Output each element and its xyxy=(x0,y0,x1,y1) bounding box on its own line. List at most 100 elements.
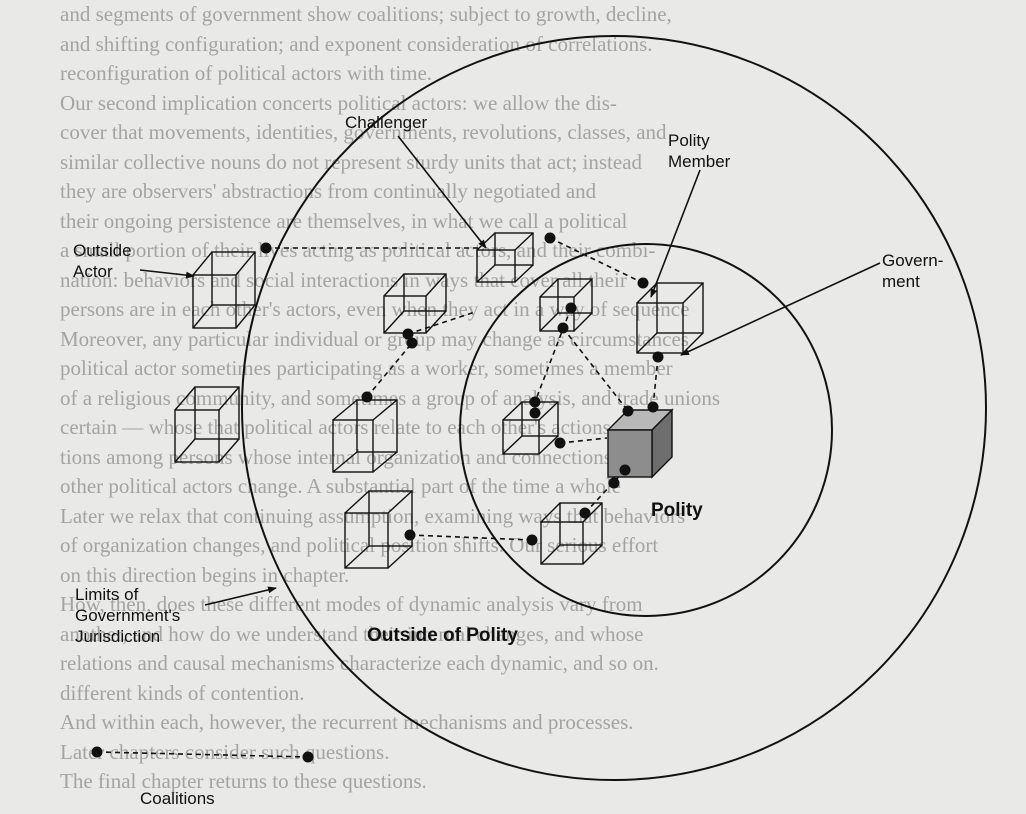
cube-front-face xyxy=(502,419,540,455)
dot xyxy=(554,437,566,449)
challenger-cube xyxy=(476,232,534,283)
cube-edge xyxy=(539,278,559,298)
cube-back-face xyxy=(194,386,240,440)
cube-edge xyxy=(425,273,447,297)
cube-back-face xyxy=(368,490,413,547)
outside-of-polity-label: Outside of Polity xyxy=(367,625,518,646)
polity-member-cube-2 xyxy=(636,282,704,354)
cube-a-link xyxy=(407,311,476,335)
outside-actor-arrow xyxy=(139,269,195,279)
cube-edge xyxy=(582,544,603,565)
cube-front-face xyxy=(540,521,584,565)
dot xyxy=(608,477,620,489)
cube-edge xyxy=(383,273,405,297)
polity-member-cube-1 xyxy=(539,278,593,332)
cube-edge xyxy=(387,490,413,514)
dot xyxy=(544,232,556,244)
cube-edge xyxy=(540,502,561,523)
member3-government-link xyxy=(559,437,608,444)
polity-member-cube-4 xyxy=(540,502,603,565)
cube-edge xyxy=(538,401,559,421)
dot xyxy=(647,401,659,413)
cube-edge xyxy=(502,435,523,455)
cube-edge xyxy=(218,438,240,463)
cube-edge xyxy=(636,282,658,304)
cube-edge xyxy=(372,451,398,473)
cube-back-face xyxy=(559,502,603,546)
cube-edge xyxy=(514,232,534,251)
challenger-label: Challenger xyxy=(345,113,428,132)
cube-b xyxy=(332,399,398,473)
cube-edge xyxy=(476,264,496,283)
cube-edge xyxy=(582,502,603,523)
polity-member-label-line2: Member xyxy=(668,152,731,171)
member1-government-link xyxy=(562,327,629,412)
cube-front-face xyxy=(192,274,237,329)
outside-actor-label: Outside Actor xyxy=(73,240,132,282)
cube-c-link xyxy=(409,534,533,541)
cube-front-face xyxy=(344,512,389,569)
cube-edge xyxy=(538,435,559,455)
dot xyxy=(622,405,634,417)
dot xyxy=(619,464,631,476)
cube-edge xyxy=(514,264,534,283)
cube-edge xyxy=(502,401,523,421)
cube-edge xyxy=(235,251,256,276)
outside-actor-cube-2 xyxy=(174,386,240,463)
dot xyxy=(529,407,541,419)
cube-edge xyxy=(344,490,370,514)
polity-member-label-line1: Polity xyxy=(668,131,710,150)
cube-edge xyxy=(539,312,559,332)
cube-front-face xyxy=(332,419,374,473)
cube-edge xyxy=(332,451,358,473)
limits-of-jurisdiction-circle xyxy=(241,35,987,781)
cube-edge xyxy=(387,545,413,569)
dot xyxy=(557,322,569,334)
government-label: Govern- ment xyxy=(882,250,943,292)
government-arrow xyxy=(680,262,881,356)
dot xyxy=(260,242,272,254)
outside-actor-label-line1: Outside xyxy=(73,241,132,260)
dot xyxy=(361,391,373,403)
cube-edge xyxy=(192,251,213,276)
government-label-line2: ment xyxy=(882,272,920,291)
cube-edge xyxy=(636,332,658,354)
limits-label: Limits of Government's Jurisdiction xyxy=(75,584,180,647)
cube-edge xyxy=(174,438,196,463)
coalition-dot-right xyxy=(302,751,314,763)
coalitions-example-link xyxy=(96,751,309,758)
cube-back-face xyxy=(494,232,534,266)
dot xyxy=(404,529,416,541)
cube-edge xyxy=(218,386,240,411)
outside-actor-cube-1 xyxy=(192,251,256,329)
limits-label-line2: Government's xyxy=(75,606,181,625)
cube-back-face xyxy=(656,282,704,334)
cube-b-link xyxy=(366,342,413,398)
cube-edge xyxy=(425,310,447,334)
dot xyxy=(637,277,649,289)
cube-edge xyxy=(682,282,704,304)
dot xyxy=(406,337,418,349)
cube-edge xyxy=(332,399,358,421)
polity-member-arrow xyxy=(650,169,701,298)
cube-front-face xyxy=(383,295,427,334)
dot xyxy=(652,351,664,363)
cube-a xyxy=(383,273,447,334)
cube-edge xyxy=(174,386,196,411)
member1-member3-link xyxy=(534,307,572,403)
cube-edge xyxy=(573,312,593,332)
cube-edge xyxy=(192,304,213,329)
cube-front-face xyxy=(539,296,575,332)
challenger-arrow xyxy=(397,135,487,249)
cube-edge xyxy=(383,310,405,334)
government-cube xyxy=(606,408,674,479)
polity-member-label: Polity Member xyxy=(668,130,730,172)
cube-back-face xyxy=(557,278,593,314)
limits-label-line3: Jurisdiction xyxy=(75,627,161,646)
cube-front-face xyxy=(476,249,516,283)
cube-back-face xyxy=(211,251,256,306)
outside-actor-label-line2: Actor xyxy=(73,262,113,281)
limits-label-line1: Limits of xyxy=(75,585,139,604)
member2-government-link xyxy=(652,356,659,408)
